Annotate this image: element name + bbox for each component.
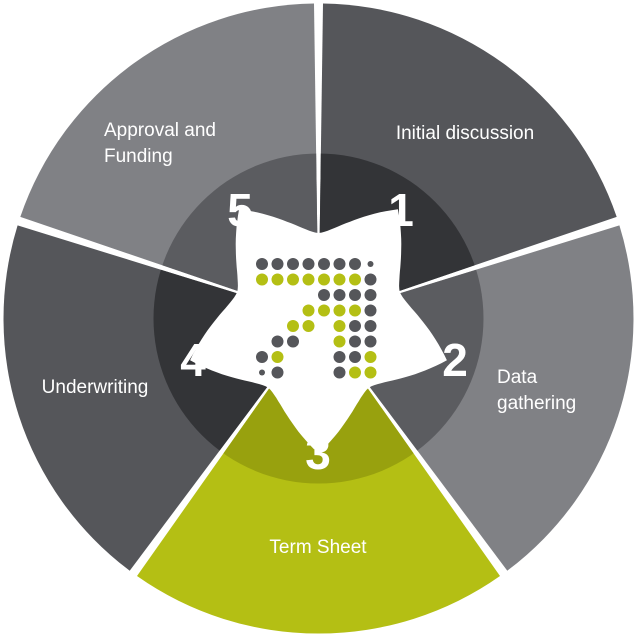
logo-dot: [271, 366, 284, 379]
logo-dot: [287, 273, 299, 286]
logo-dot: [287, 258, 299, 270]
logo-dot: [271, 273, 284, 286]
logo-dot: [318, 289, 330, 301]
logo-dot: [364, 335, 377, 348]
step-number-1: 1: [388, 184, 414, 236]
logo-dot: [256, 258, 268, 270]
step-number-5: 5: [227, 184, 253, 236]
logo-dot: [302, 273, 315, 286]
step-label-line: Data: [497, 367, 538, 388]
logo-dot: [349, 320, 361, 332]
logo-dot: [364, 366, 377, 379]
logo-dot: [318, 304, 330, 317]
logo-dot: [349, 366, 361, 379]
logo-dot: [333, 258, 346, 270]
step-number-4: 4: [180, 334, 206, 386]
logo-dot: [287, 335, 299, 348]
logo-dot: [333, 335, 346, 348]
logo-dot: [333, 351, 346, 363]
step-number-2: 2: [442, 334, 468, 386]
step-label-line: Underwriting: [42, 377, 149, 398]
logo-dot: [302, 304, 315, 317]
logo-dot: [271, 258, 284, 270]
logo-dot: [364, 289, 377, 301]
logo-dot: [364, 320, 377, 332]
step-label-3: Term Sheet: [269, 537, 367, 558]
logo-dot: [349, 258, 361, 270]
logo-dot: [349, 289, 361, 301]
center-star-hole: [190, 209, 447, 454]
logo-dot: [256, 273, 268, 286]
logo-dot: [333, 273, 346, 286]
logo-dot: [367, 261, 374, 267]
logo-dot: [271, 335, 284, 348]
step-label-line: Funding: [104, 146, 173, 167]
logo-dot: [333, 320, 346, 332]
logo-dot: [333, 289, 346, 301]
logo-dot: [364, 273, 377, 286]
logo-dot: [318, 258, 330, 270]
logo-dot: [302, 320, 315, 332]
logo-dot: [349, 335, 361, 348]
step-label-1: Initial discussion: [396, 123, 534, 144]
logo-dot: [333, 304, 346, 317]
logo-dot: [364, 351, 377, 363]
step-label-line: Initial discussion: [396, 123, 534, 144]
logo-dot: [256, 351, 268, 363]
logo-dot: [349, 273, 361, 286]
logo-dot: [318, 273, 330, 286]
diagonal-arrow-dot-icon: [256, 258, 377, 379]
logo-dot: [302, 258, 315, 270]
logo-dot: [364, 304, 377, 317]
step-label-line: Term Sheet: [269, 537, 367, 558]
step-number-3: 3: [305, 427, 331, 479]
step-label-line: gathering: [497, 393, 576, 414]
logo-dot: [349, 304, 361, 317]
logo-dot: [259, 369, 265, 376]
step-label-2: Data gathering: [497, 367, 576, 414]
logo-dot: [271, 351, 284, 363]
logo-dot: [287, 320, 299, 332]
step-label-line: Approval and: [104, 120, 216, 141]
step-label-4: Underwriting: [42, 377, 149, 398]
segment-inner-3: [153, 318, 484, 484]
logo-dot: [333, 366, 346, 379]
logo-dot: [349, 351, 361, 363]
